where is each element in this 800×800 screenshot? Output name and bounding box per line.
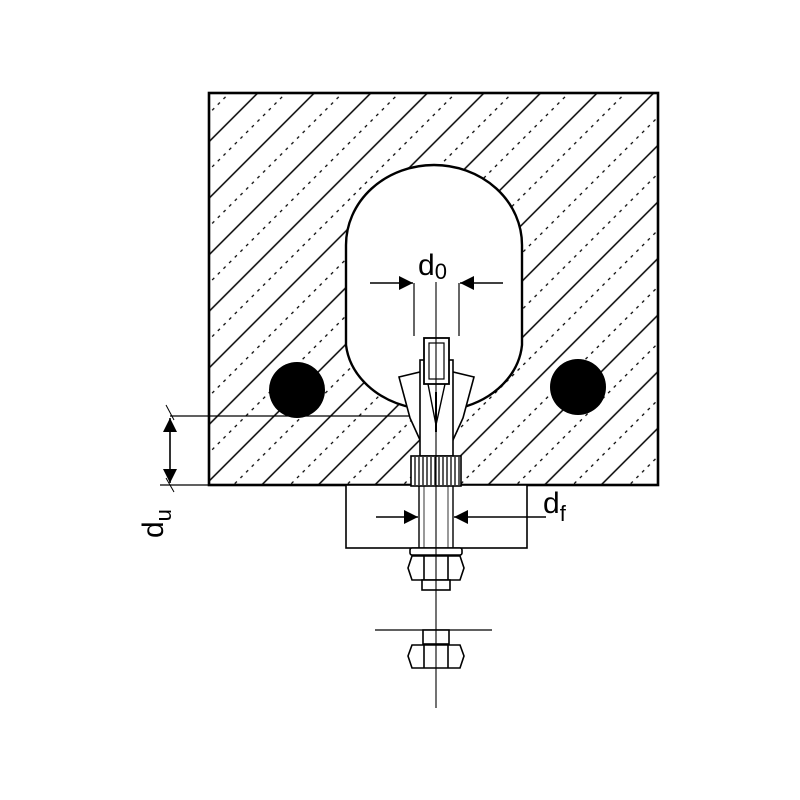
- threaded-rod: [418, 486, 454, 553]
- d0-dimension: [370, 276, 503, 336]
- label-du: du: [137, 509, 176, 538]
- label-df: df: [543, 487, 567, 526]
- rebar-right: [550, 359, 606, 415]
- drill-cavity: [344, 163, 524, 410]
- du-dimension: [160, 404, 410, 493]
- rebar-left: [269, 362, 325, 418]
- label-d0: d0: [418, 249, 447, 284]
- lower-nut: [375, 629, 492, 669]
